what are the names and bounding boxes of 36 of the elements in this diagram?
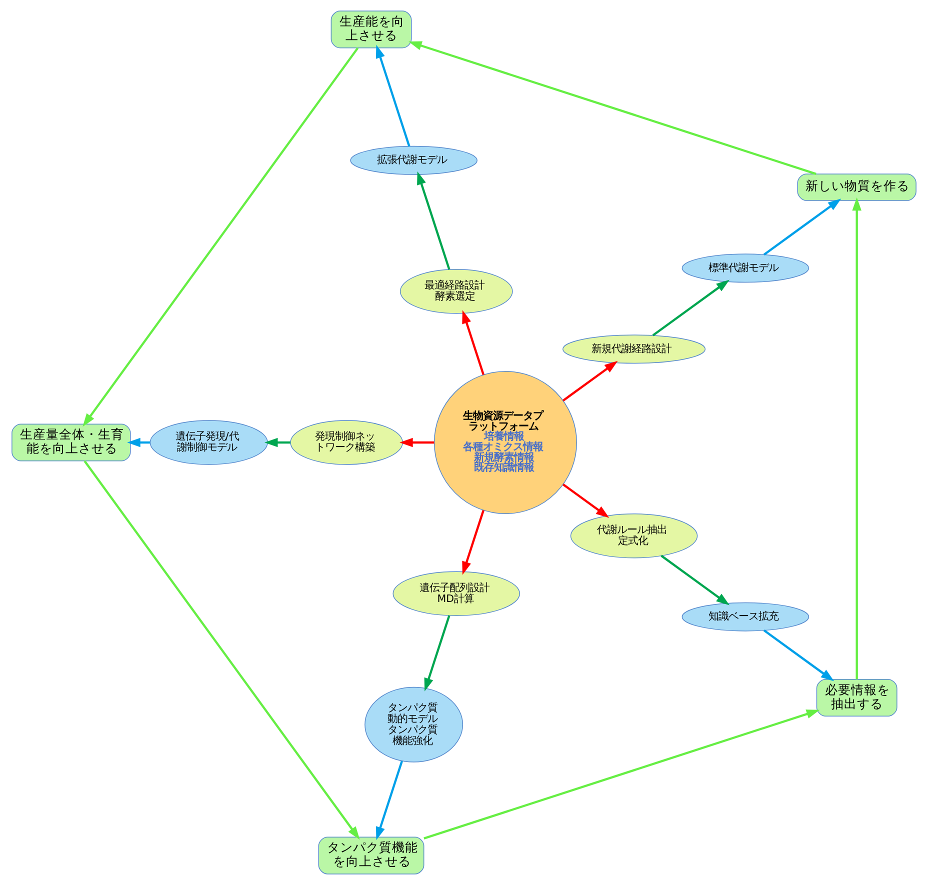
node-box: タンパク質機能を向上させる: [318, 836, 424, 874]
arrow: [264, 438, 290, 448]
arrow: [562, 484, 610, 518]
arrow: [82, 47, 359, 427]
node-ellipse: タンパク質動的モデル タンパク質機能強化: [364, 686, 464, 762]
arrow: [763, 198, 842, 256]
arrow: [127, 438, 150, 448]
node-box: 必要情報を抽出する: [816, 679, 898, 717]
arrow: [562, 360, 618, 402]
node-circle: 生物資源データプラットフォーム 培養情報 各種オミクス情報 新規酵素情報 既存知識情報: [434, 370, 578, 514]
node-ellipse: 遺伝子配列設計 MD計算: [392, 571, 520, 616]
arrow: [400, 438, 434, 448]
arrow: [652, 280, 730, 336]
arrow: [462, 310, 484, 376]
arrow: [763, 630, 834, 682]
node-box: 生産能を向上させる: [330, 10, 412, 48]
arrow: [424, 710, 820, 840]
node-ellipse: 遺伝子発現/代謝制御モデル: [150, 420, 268, 465]
node-ellipse: 拡張代謝モデル: [350, 146, 478, 175]
arrow: [852, 197, 862, 680]
arrow: [462, 510, 484, 575]
arrow: [408, 41, 816, 176]
node-box: 新しい物質を作る: [797, 174, 916, 201]
arrow: [424, 615, 450, 692]
node-ellipse: 新規代謝経路設計: [562, 334, 706, 364]
node-ellipse: 知識ベース拡充: [682, 602, 810, 632]
arrow: [417, 171, 450, 270]
node-ellipse: 最適経路設計 酵素選定: [400, 269, 513, 314]
node-ellipse: 発現制御ネットワーク構築: [290, 420, 404, 465]
arrow: [376, 44, 410, 147]
node-ellipse: 代謝ルール抽出 定式化: [570, 514, 698, 558]
node-ellipse: 標準代謝モデル: [682, 254, 810, 283]
node-box: 生産量全体・生育能を向上させる: [12, 424, 131, 462]
arrow: [376, 760, 404, 840]
arrow: [84, 460, 360, 840]
arrow: [660, 554, 730, 606]
